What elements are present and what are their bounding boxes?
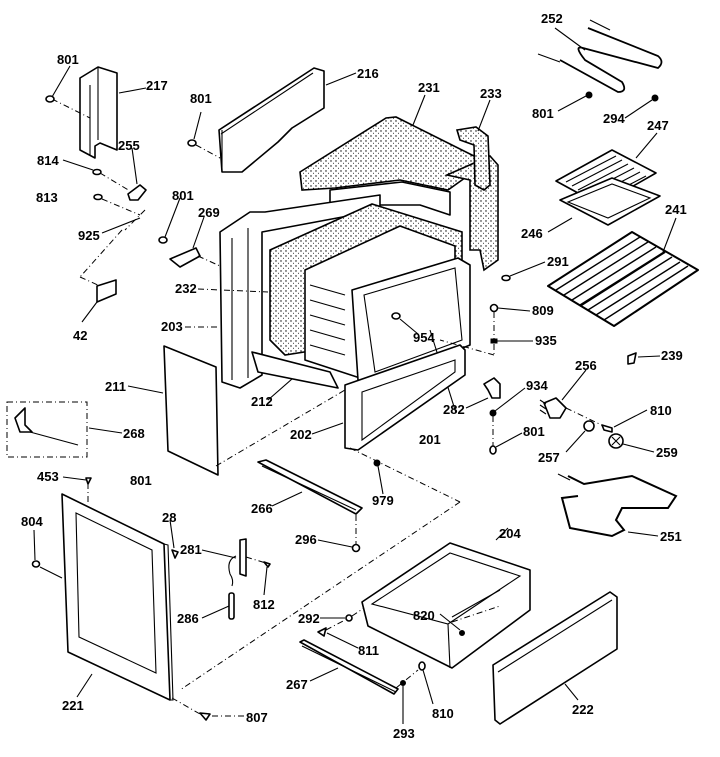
label-232: 232	[175, 281, 197, 296]
label-211: 211	[105, 379, 126, 394]
label-255: 255	[118, 138, 140, 153]
label-809: 809	[532, 303, 554, 318]
label-252: 252	[541, 11, 563, 26]
part-202-door-frame	[311, 344, 466, 451]
label-804: 804	[21, 514, 43, 529]
part-282-elbow	[465, 377, 501, 409]
part-251-bake-element	[557, 473, 678, 538]
part-204-drawer	[361, 527, 531, 669]
label-820: 820	[413, 608, 435, 623]
part-233-bracket	[455, 99, 491, 191]
part-239-clip	[627, 352, 661, 365]
label-292: 292	[298, 611, 320, 626]
part-807-screw	[171, 697, 245, 721]
label-268: 268	[123, 426, 145, 441]
part-291-screw	[501, 261, 546, 282]
label-810: 810	[650, 403, 672, 418]
label-216: 216	[357, 66, 379, 81]
label-212: 212	[251, 394, 273, 409]
part-266-rail	[257, 459, 363, 553]
label-239: 239	[661, 348, 683, 363]
part-256-lamp-assembly	[539, 369, 655, 453]
part-268-bracket-kit	[6, 401, 123, 458]
label-257: 257	[538, 450, 560, 465]
label-267: 267	[286, 677, 308, 692]
part-42-plate	[81, 279, 117, 323]
label-233: 233	[480, 86, 502, 101]
part-labels: 801 217 216 801 231 233 252 801 294 247 …	[21, 11, 687, 741]
part-241-oven-rack	[547, 217, 699, 327]
part-804-screw	[31, 529, 63, 579]
part-281-handle-bracket	[201, 538, 271, 596]
label-231: 231	[418, 80, 440, 95]
part-28-clip	[169, 519, 179, 559]
label-251: 251	[660, 529, 682, 544]
label-801: 801	[532, 106, 554, 121]
label-801: 801	[57, 52, 79, 67]
label-259: 259	[656, 445, 678, 460]
label-801: 801	[190, 91, 212, 106]
label-201: 201	[419, 432, 441, 447]
label-203: 203	[161, 319, 183, 334]
label-812: 812	[253, 597, 275, 612]
label-810: 810	[432, 706, 454, 721]
label-291: 291	[547, 254, 569, 269]
label-281: 281	[180, 542, 202, 557]
part-222-drawer-front	[492, 591, 618, 725]
screw-icon	[45, 95, 55, 103]
part-269-clip	[158, 197, 221, 268]
part-267-drawer-rail	[299, 639, 399, 695]
part-246-broil-pan	[547, 177, 661, 233]
part-934-801-fasteners	[489, 387, 526, 455]
label-282: 282	[443, 402, 465, 417]
label-241: 241	[665, 202, 687, 217]
label-934: 934	[526, 378, 548, 393]
label-269: 269	[198, 205, 220, 220]
label-286: 286	[177, 611, 199, 626]
label-222: 222	[572, 702, 594, 717]
part-820-screw	[439, 605, 501, 636]
part-252-broil-element	[537, 19, 663, 119]
label-453: 453	[37, 469, 59, 484]
label-979: 979	[372, 493, 394, 508]
label-217: 217	[146, 78, 168, 93]
label-294: 294	[603, 111, 625, 126]
part-211-side-panel	[127, 345, 346, 476]
label-204: 204	[499, 526, 521, 541]
label-202: 202	[290, 427, 312, 442]
part-286-handle	[201, 592, 235, 620]
label-807: 807	[246, 710, 268, 725]
label-246: 246	[521, 226, 543, 241]
screw-icon	[187, 139, 197, 147]
label-801: 801	[130, 473, 152, 488]
label-811: 811	[358, 643, 379, 658]
label-28: 28	[162, 510, 176, 525]
part-212-bracket	[251, 351, 339, 401]
label-293: 293	[393, 726, 415, 741]
part-293-810-fasteners	[395, 661, 434, 724]
label-221: 221	[62, 698, 84, 713]
label-256: 256	[575, 358, 597, 373]
label-801: 801	[172, 188, 194, 203]
part-979-nut	[179, 447, 461, 691]
label-801: 801	[523, 424, 545, 439]
part-255-clip	[62, 147, 147, 201]
part-216-panel	[187, 67, 357, 173]
label-296: 296	[295, 532, 317, 547]
label-813: 813	[36, 190, 58, 205]
label-266: 266	[251, 501, 273, 516]
part-292-811-fasteners	[317, 607, 365, 649]
part-221-door-panel	[61, 476, 174, 701]
label-925: 925	[78, 228, 100, 243]
label-814: 814	[37, 153, 59, 168]
label-42: 42	[73, 328, 87, 343]
part-217-side-bracket	[45, 65, 147, 159]
label-954: 954	[413, 330, 435, 345]
part-203-side-frame	[185, 194, 381, 389]
part-809-935-fasteners	[391, 303, 533, 356]
label-935: 935	[535, 333, 557, 348]
label-247: 247	[647, 118, 669, 133]
part-813-925-screws	[79, 193, 146, 287]
